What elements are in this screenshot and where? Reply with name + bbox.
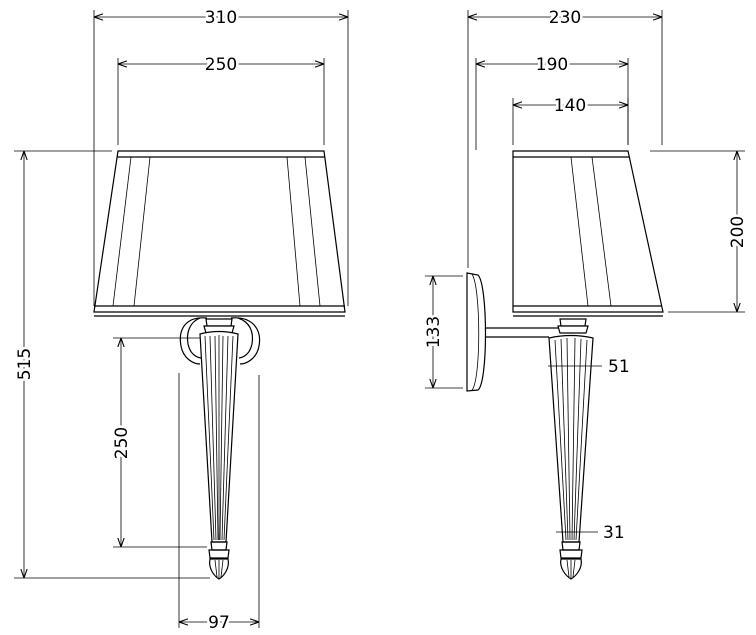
side-socket: [557, 318, 589, 334]
dim-side-shade-bottom-depth: 190: [536, 55, 568, 75]
side-backplate: [466, 272, 487, 392]
front-extension-lines: [14, 10, 349, 628]
front-lamp-shade: [93, 150, 346, 317]
dim-side-body-bottom-diameter: 31: [603, 523, 625, 543]
front-body-stem: [199, 330, 239, 580]
side-lamp-shade: [512, 150, 664, 317]
dim-front-body-width: 97: [208, 613, 230, 633]
front-arm-loop: [179, 317, 261, 365]
front-dimension-lines: [24, 17, 348, 622]
dim-side-shade-height: 200: [728, 216, 748, 248]
side-extension-lines: [425, 10, 745, 533]
dim-front-shade-top-width: 250: [205, 55, 237, 75]
side-arm: [486, 327, 558, 338]
dim-side-total-depth: 230: [549, 8, 581, 28]
side-body-stem: [548, 334, 594, 580]
front-view: 310 250 515 250 97: [13, 6, 349, 635]
dim-front-shade-width: 310: [205, 8, 237, 28]
dim-side-body-top-diameter: 51: [608, 357, 630, 377]
dim-front-body-height: 250: [112, 427, 132, 459]
side-dimension-lines: [433, 17, 737, 388]
dim-side-backplate-height: 133: [424, 316, 444, 348]
dim-front-total-height: 515: [15, 348, 35, 380]
dim-side-shade-top-depth: 140: [554, 96, 586, 116]
side-view: 230 190 140 200 133 51 31: [422, 6, 751, 580]
